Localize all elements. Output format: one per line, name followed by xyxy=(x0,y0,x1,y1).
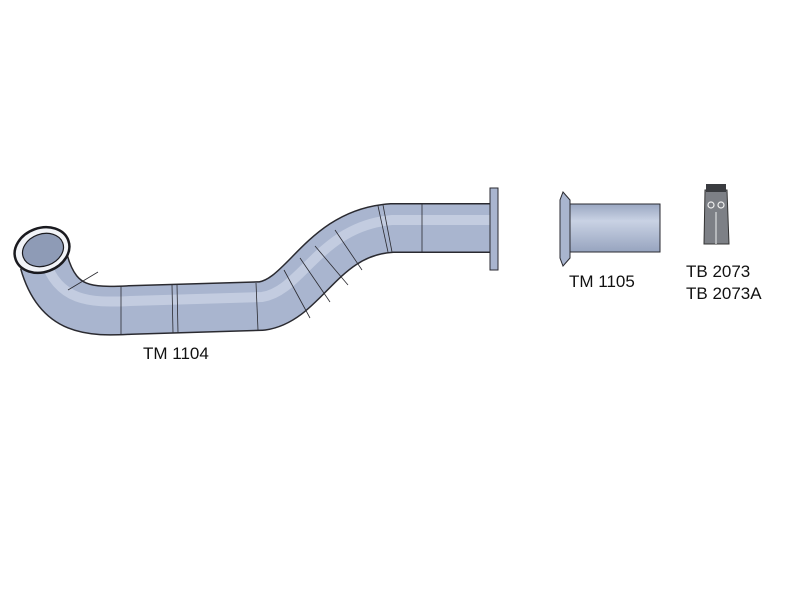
pipe-tm-1104 xyxy=(13,187,499,336)
clamp-tb-2073 xyxy=(703,184,730,245)
part-label-tb-2073: TB 2073 xyxy=(686,262,751,281)
pipe-tm-1105 xyxy=(559,191,661,267)
part-label-tb-2073a: TB 2073A xyxy=(686,284,762,303)
part-label-tm-1104: TM 1104 xyxy=(143,344,209,363)
part-label-tm-1105: TM 1105 xyxy=(569,272,635,291)
